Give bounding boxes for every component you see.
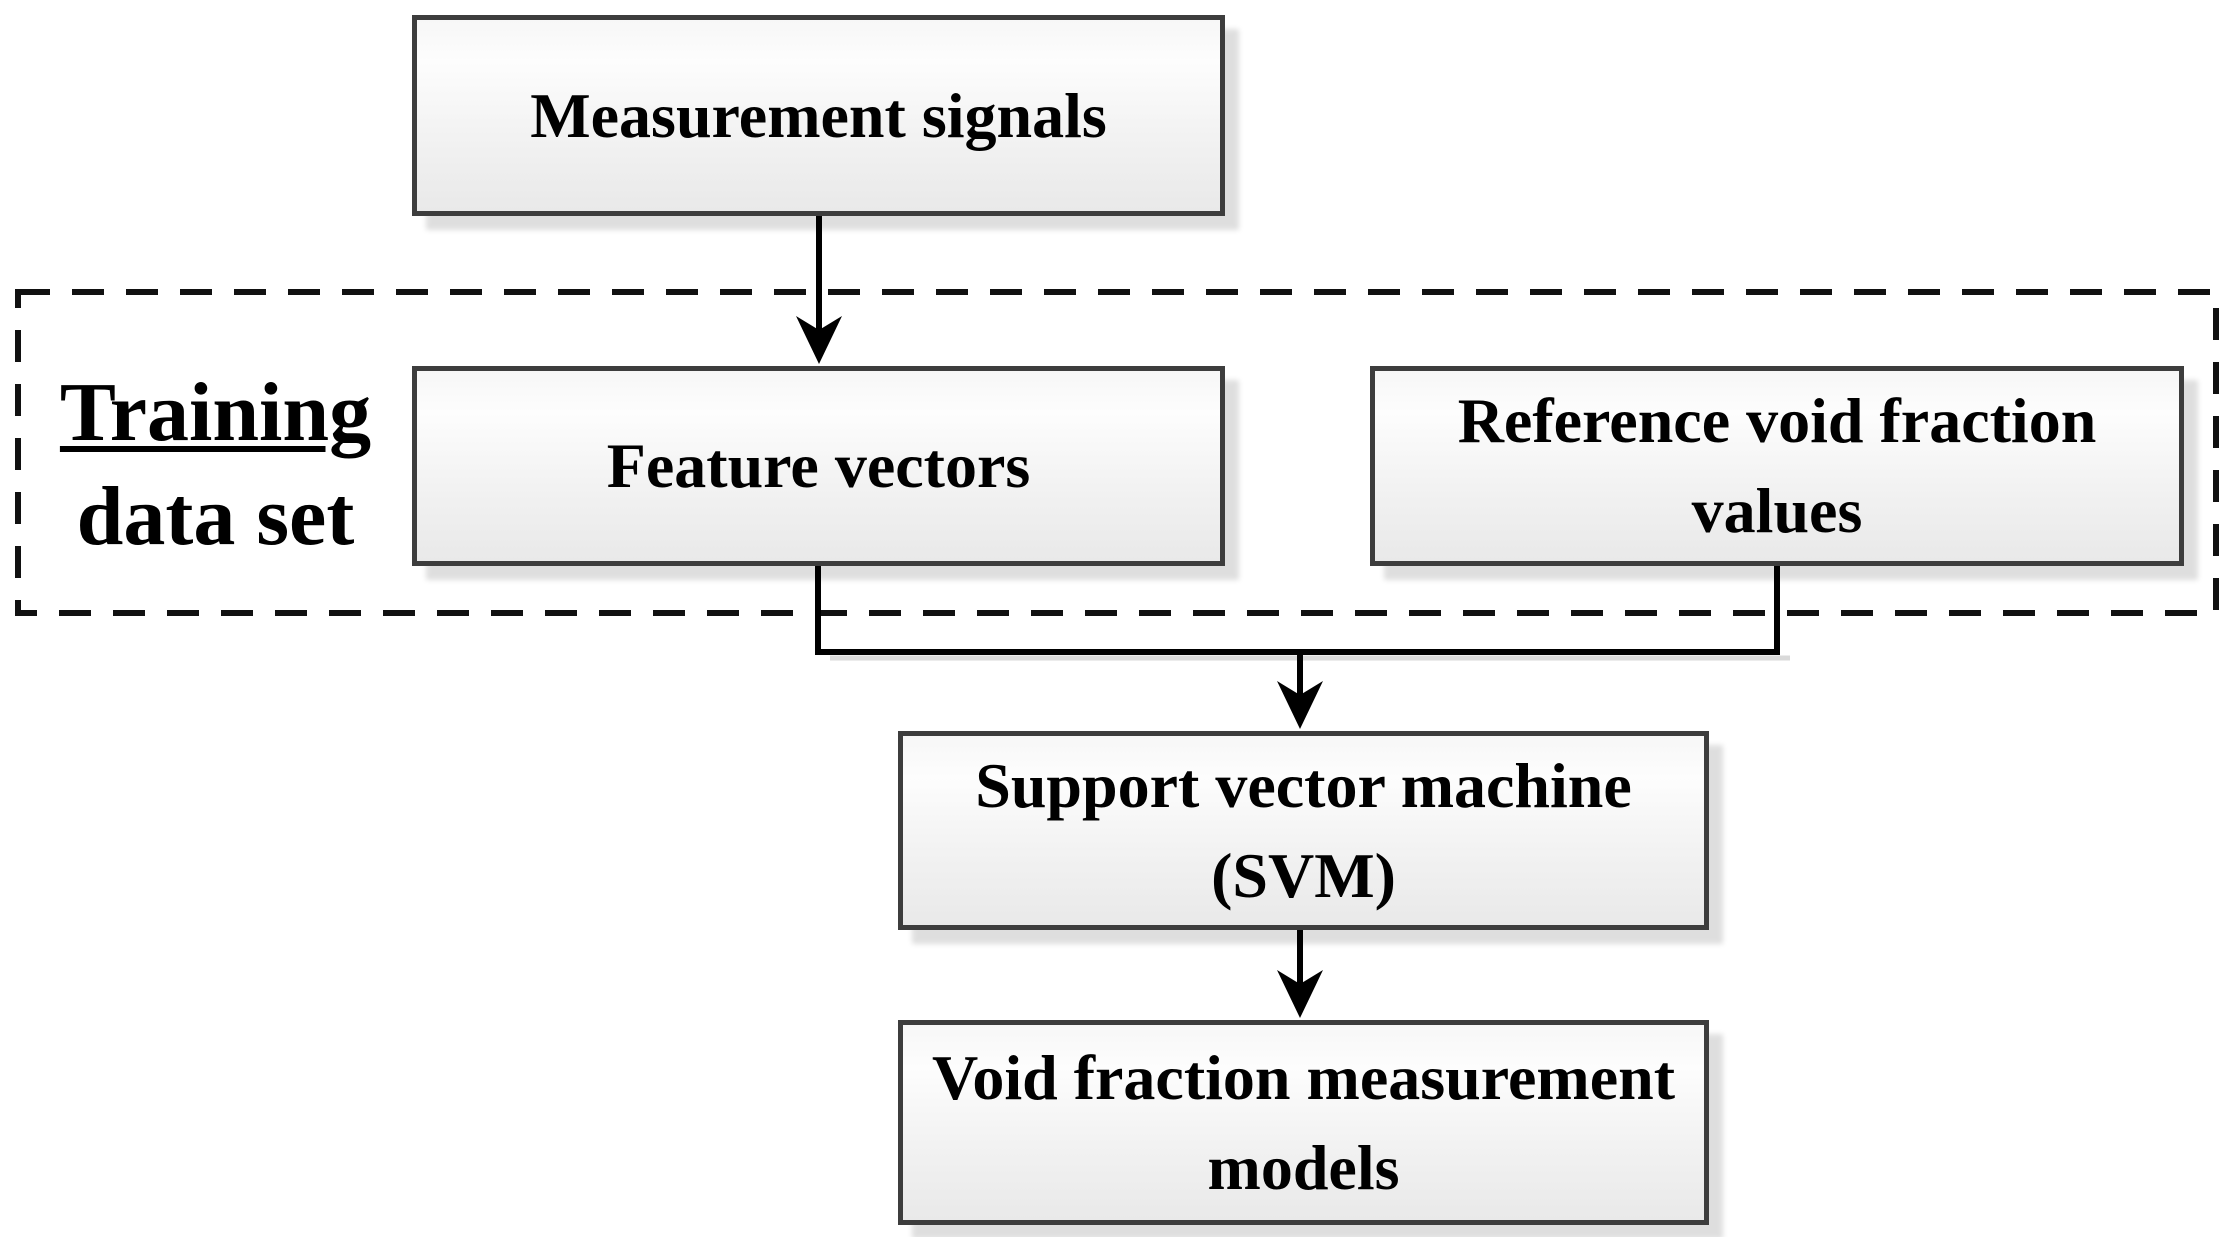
node-label: Feature vectors — [606, 430, 1031, 502]
node-feature-vectors: Feature vectors — [412, 366, 1225, 566]
arrow-junction-to-svm — [1277, 652, 1323, 729]
arrow-svm-to-models — [1277, 930, 1323, 1018]
node-label-line2: values — [1691, 475, 1863, 546]
node-reference-void-fraction-values: Reference void fraction values — [1370, 366, 2184, 566]
training-label-line2: data set — [76, 470, 355, 563]
node-label-line1: Support vector machine — [975, 749, 1632, 821]
training-data-set-label: Training data set — [28, 340, 403, 590]
node-label-line2: (SVM) — [1211, 839, 1396, 911]
training-group-outline — [15, 289, 2219, 616]
arrowhead-icon — [1277, 681, 1323, 729]
arrowhead-icon — [796, 316, 842, 364]
arrowhead-icon — [1277, 970, 1323, 1018]
node-void-fraction-measurement-models: Void fraction measurement models — [898, 1020, 1709, 1225]
arrow-measurement-to-features — [796, 216, 842, 364]
node-label-line2: models — [1207, 1131, 1400, 1203]
node-measurement-signals: Measurement signals — [412, 15, 1225, 216]
training-label-line1: Training — [59, 365, 372, 459]
node-label-line1: Void fraction measurement — [931, 1041, 1676, 1113]
node-label: Measurement signals — [530, 79, 1107, 151]
node-label-line1: Reference void fraction — [1457, 385, 2097, 457]
node-support-vector-machine: Support vector machine (SVM) — [898, 731, 1709, 930]
